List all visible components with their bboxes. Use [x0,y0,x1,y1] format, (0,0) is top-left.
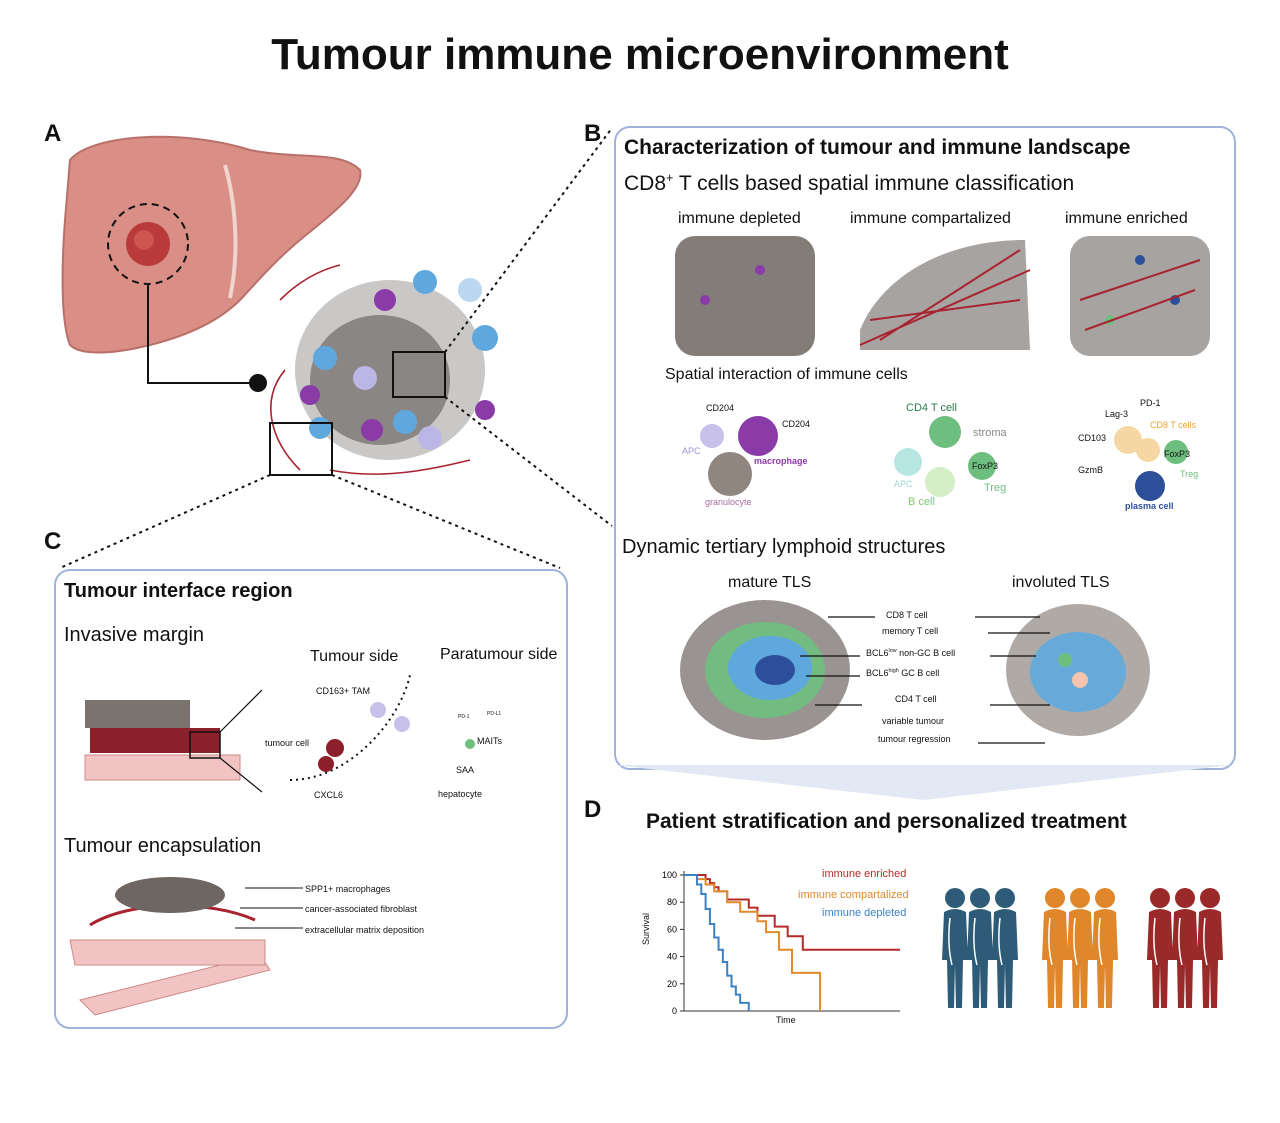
label-b-cell: B cell [908,496,935,508]
y-tick-label: 20 [667,979,677,989]
label-saa: SAA [456,765,475,775]
panel-c-heading: Tumour interface region [64,580,293,602]
label-gzmb: GzmB [1078,465,1104,475]
patient-figure [967,888,993,1008]
interaction-left [700,416,778,496]
panel-d-letter: D [584,796,602,823]
legend-enriched: immune enriched [822,868,907,880]
patient-figure [1092,888,1118,1008]
tls-legend-memory: memory T cell [882,626,939,636]
label-apc-mid: APC [894,479,913,489]
series-line-1 [684,874,822,1011]
label-foxp3-mid: FoxP3 [972,461,999,471]
legend-depleted: immune depleted [822,907,907,919]
interaction-mid [894,416,996,497]
class-label-compartalized: immune compartalized [850,210,1011,227]
label-hepatocyte: hepatocyte [438,789,483,799]
label-cd204-left: CD204 [706,403,735,413]
tls-title: Dynamic tertiary lymphoid structures [622,536,946,558]
y-axis-label: Survival [641,912,651,945]
y-tick-label: 40 [667,952,677,962]
classification-title: CD8+ T cells based spatial immune classi… [624,171,1075,195]
panel-b-letter: B [584,120,602,147]
series-line-2 [684,874,750,1011]
legend-compartalized: immune compartalized [798,889,909,901]
label-maits: MAITs [477,736,503,746]
panel-a-letter: A [44,120,62,147]
invasive-title: Invasive margin [64,624,205,646]
paratumour-side-label: Paratumour side [440,646,558,663]
label-caf: cancer-associated fibroblast [305,904,418,914]
label-cd103: CD103 [1078,433,1107,443]
survival-chart: 0 20 40 60 80 100 [662,870,900,1016]
patient-figure [1197,888,1223,1008]
label-cxcl6: CXCL6 [314,790,344,800]
tls-legend-cd4: CD4 T cell [895,694,937,704]
x-axis-label: Time [776,1015,796,1025]
invasive-margin-illustration [84,674,475,793]
y-tick-label: 0 [672,1006,677,1016]
tls-legend-bcl6-low: BCL6low non-GC B cell [866,648,956,658]
y-tick-label: 80 [667,897,677,907]
panel-c-letter: C [44,528,62,555]
tls-mature-label: mature TLS [728,574,812,591]
zoom-box-b [392,351,446,398]
patient-figure [992,888,1018,1008]
label-cd4-t-cell: CD4 T cell [906,402,957,414]
encapsulation-illustration [69,877,303,1016]
label-cd204-right: CD204 [782,419,811,429]
label-stroma: stroma [973,427,1007,439]
patient-figures [942,888,1223,1008]
involuted-tls [1006,604,1150,736]
label-tumour-cell: tumour cell [265,738,310,748]
patient-figure [1172,888,1198,1008]
y-tick-label: 60 [667,924,677,934]
patient-figure [942,888,968,1008]
tls-legend-cd8: CD8 T cell [886,610,928,620]
label-cd163: CD163+ TAM [316,686,370,696]
zoom-box-c [269,422,333,476]
label-spp1: SPP1+ macrophages [305,884,391,894]
label-lag3: Lag-3 [1105,409,1129,419]
label-granulocyte: granulocyte [705,497,752,507]
tumour-side-label: Tumour side [310,648,399,665]
label-macrophage: macrophage [754,456,808,466]
tls-legend-regression: tumour regression [878,734,951,744]
panel-b-heading: Characterization of tumour and immune la… [624,136,1131,159]
label-pd1-c: PD-1 [458,714,470,720]
label-ecm: extracellular matrix deposition [305,925,425,935]
liver-illustration [61,135,362,392]
label-cd8-t-cells: CD8 T cells [1150,420,1197,430]
page-title: Tumour immune microenvironment [271,30,1009,79]
tls-involuted-label: involuted TLS [1012,574,1110,591]
label-foxp3-right: FoxP3 [1164,449,1191,459]
label-treg-right: Treg [1180,469,1199,479]
y-tick-label: 100 [662,870,677,880]
mature-tls [680,600,850,740]
patient-figure [1147,888,1173,1008]
tls-legend-variable: variable tumour [882,716,945,726]
encapsulation-title: Tumour encapsulation [64,835,262,857]
interaction-title: Spatial interaction of immune cells [665,366,908,383]
patient-figure [1067,888,1093,1008]
label-treg-mid: Treg [984,482,1007,494]
interaction-right [1114,426,1188,501]
tme-cluster [269,264,498,476]
class-label-depleted: immune depleted [678,210,801,227]
tls-legend-lines [800,616,1050,744]
label-pd1: PD-1 [1140,398,1161,408]
label-pdl1-c: PD-L1 [487,711,502,717]
immune-depleted-tile [675,236,815,356]
class-label-enriched: immune enriched [1065,210,1188,227]
connector-dot [249,374,267,392]
immune-compartalized-tile [859,240,1031,350]
patient-figure [1042,888,1068,1008]
label-apc-left: APC [682,446,701,456]
tls-legend-bcl6-high: BCL6high GC B cell [866,668,940,678]
label-plasma-cell: plasma cell [1125,501,1174,511]
immune-enriched-tile [1070,236,1210,356]
panel-d-heading: Patient stratification and personalized … [646,810,1127,833]
